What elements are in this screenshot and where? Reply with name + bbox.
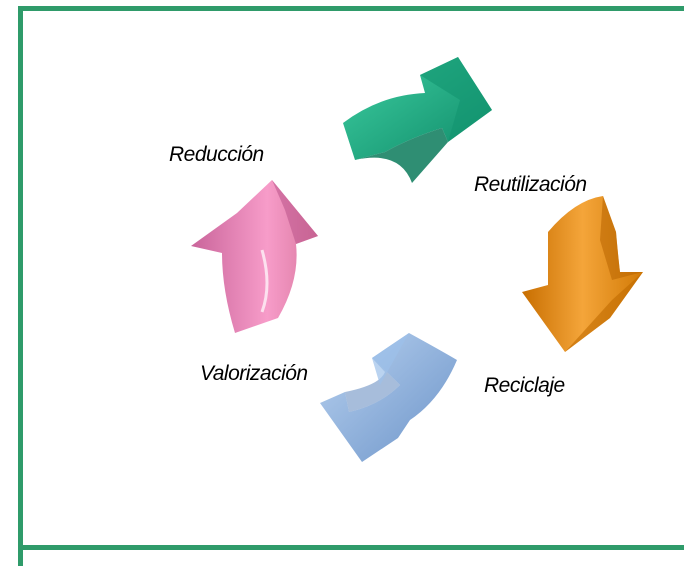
label-reciclaje: Reciclaje [484, 374, 565, 397]
cycle-diagram [191, 57, 643, 462]
green-arrow-icon [343, 57, 492, 183]
pink-arrow-icon [191, 180, 318, 333]
frame-border [18, 6, 684, 566]
label-reutilizacion: Reutilización [474, 173, 587, 196]
label-reduccion: Reducción [169, 143, 264, 166]
blue-arrow-icon [320, 333, 457, 462]
orange-arrow-icon [522, 196, 643, 352]
label-valorizacion: Valorización [200, 362, 308, 385]
frame-bottom-border [18, 545, 684, 550]
